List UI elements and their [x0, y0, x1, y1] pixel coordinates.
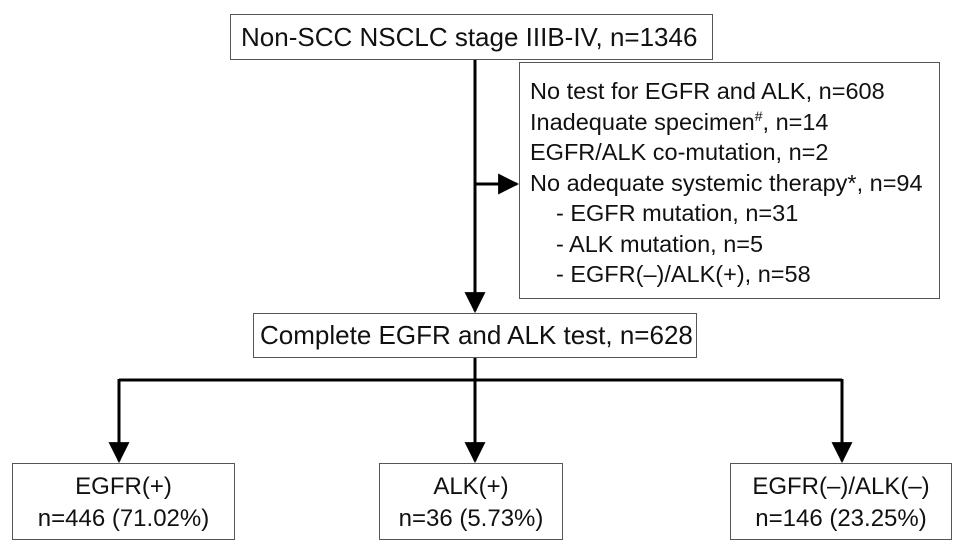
exclusion-sub-item: - EGFR mutation, n=31 — [556, 200, 799, 226]
outcome-double-negative-box: EGFR(–)/ALK(–) n=146 (23.25%) — [730, 463, 952, 540]
outcome-count: n=446 (71.02%) — [37, 505, 210, 532]
outcome-title: ALK(+) — [433, 473, 509, 500]
exclusion-line: No test for EGFR and ALK, n=608 — [530, 78, 885, 104]
exclusion-line-count: , n=14 — [762, 108, 829, 135]
outcome-egfr-positive-box: EGFR(+) n=446 (71.02%) — [12, 463, 235, 540]
exclusion-line: EGFR/ALK co-mutation, n=2 — [530, 139, 829, 165]
outcome-title: EGFR(+) — [75, 473, 172, 500]
start-label: Non-SCC NSCLC stage IIIB-IV, n=1346 — [241, 22, 698, 52]
complete-test-box: Complete EGFR and ALK test, n=628 — [253, 313, 697, 358]
exclusion-box: No test for EGFR and ALK, n=608 Inadequa… — [519, 62, 940, 299]
exclusion-sub-item: - EGFR(–)/ALK(+), n=58 — [556, 261, 811, 287]
outcome-count: n=146 (23.25%) — [755, 505, 927, 532]
complete-test-label: Complete EGFR and ALK test, n=628 — [260, 320, 693, 350]
exclusion-line-text: Inadequate specimen — [530, 108, 755, 135]
exclusion-sub-item: - ALK mutation, n=5 — [556, 230, 764, 257]
outcome-title: EGFR(–)/ALK(–) — [752, 473, 930, 500]
exclusion-line: No adequate systemic therapy*, n=94 — [530, 169, 923, 196]
footnote-mark: # — [754, 107, 763, 124]
outcome-count: n=36 (5.73%) — [398, 505, 544, 532]
exclusion-line: Inadequate specimen#, n=14 — [530, 107, 939, 138]
start-box: Non-SCC NSCLC stage IIIB-IV, n=1346 — [230, 14, 713, 60]
outcome-alk-positive-box: ALK(+) n=36 (5.73%) — [379, 463, 563, 540]
